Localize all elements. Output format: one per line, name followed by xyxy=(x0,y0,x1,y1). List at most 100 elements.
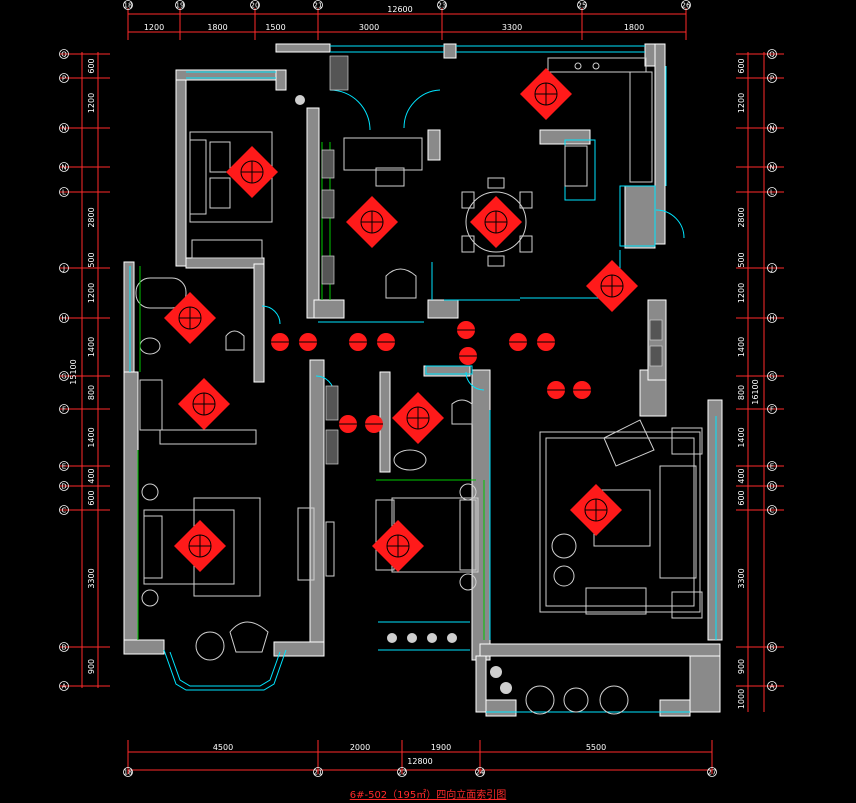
right-axis-bubble xyxy=(767,73,777,83)
left-axis-bubble xyxy=(59,123,69,133)
elevation-index-markers xyxy=(164,68,638,572)
section-index-symbol xyxy=(299,333,317,351)
elevation-index-symbol xyxy=(346,196,398,248)
left-dim-label: 600 xyxy=(87,58,96,73)
right-total-dim: 16100 xyxy=(751,379,760,404)
right-axis-bubble xyxy=(767,313,777,323)
bottom-dim-label: 1900 xyxy=(431,743,451,752)
section-index-symbol xyxy=(537,333,555,351)
left-axis-bubble xyxy=(59,404,69,414)
bottom-axis-bubble xyxy=(397,767,407,777)
left-dim-label: 900 xyxy=(87,659,96,674)
right-axis-label: N xyxy=(769,164,774,172)
section-index-symbol xyxy=(349,333,367,351)
elevation-index-symbol xyxy=(372,520,424,572)
left-dim-label: 800 xyxy=(87,385,96,400)
top-dim-label: 1500 xyxy=(265,23,285,32)
left-axis-bubble xyxy=(59,263,69,273)
bottom-axis-label: 22 xyxy=(398,769,407,777)
walls xyxy=(123,43,723,717)
right-dim-label: 1200 xyxy=(737,283,746,303)
left-axis-bubble xyxy=(59,187,69,197)
right-axis-bubble xyxy=(767,681,777,691)
left-dim-label: 3300 xyxy=(87,568,96,588)
left-axis-bubble xyxy=(59,642,69,652)
top-axis-label: 18 xyxy=(124,2,133,10)
bottom-axis-label: 24 xyxy=(476,769,485,777)
left-dim-label: 1200 xyxy=(87,93,96,113)
top-axis-bubble xyxy=(123,0,133,10)
furniture xyxy=(135,57,703,715)
top-axis-bubble xyxy=(437,0,447,10)
right-dim-label: 900 xyxy=(737,659,746,674)
top-axis-label: 19 xyxy=(176,2,185,10)
left-axis-bubble xyxy=(59,162,69,172)
bottom-axis-label: 27 xyxy=(708,769,717,777)
right-axis-bubble xyxy=(767,404,777,414)
right-dim-label: 2800 xyxy=(737,207,746,227)
section-index-symbol xyxy=(459,347,477,365)
right-axis-label: F xyxy=(770,406,774,414)
drawing-title: 6#-502（195㎡）四向立面索引图 xyxy=(350,788,507,801)
elevation-index-symbol xyxy=(178,378,230,430)
section-index-symbol xyxy=(457,321,475,339)
bottom-axis-bubble xyxy=(123,767,133,777)
left-axis-label: E xyxy=(62,463,66,471)
left-axis-label: P xyxy=(62,75,66,83)
top-axis-bubble xyxy=(313,0,323,10)
left-dim-label: 600 xyxy=(87,490,96,505)
elevation-index-symbol xyxy=(392,392,444,444)
left-axis-label: H xyxy=(61,315,66,323)
right-dimension-ticks: QPNNLJHGFEDCBA60012002800500120014008001… xyxy=(736,49,784,709)
right-dim-label: 1200 xyxy=(737,93,746,113)
left-axis-label: N xyxy=(61,125,66,133)
right-axis-bubble xyxy=(767,49,777,59)
section-index-symbol xyxy=(365,415,383,433)
left-axis-bubble xyxy=(59,313,69,323)
top-dim-label: 1800 xyxy=(207,23,227,32)
top-axis-label: 23 xyxy=(438,2,447,10)
left-axis-bubble xyxy=(59,371,69,381)
top-axis-bubble xyxy=(175,0,185,10)
bottom-dim-label: 4500 xyxy=(213,743,233,752)
right-axis-label: J xyxy=(770,265,773,273)
elevation-index-symbol xyxy=(174,520,226,572)
right-dim-label: 400 xyxy=(737,468,746,483)
top-dim-label: 1200 xyxy=(144,23,164,32)
right-dim-label: 3300 xyxy=(737,568,746,588)
equipment xyxy=(321,55,663,465)
right-axis-label: E xyxy=(770,463,774,471)
bottom-axis-bubble xyxy=(475,767,485,777)
top-axis-label: 25 xyxy=(578,2,587,10)
left-axis-bubble xyxy=(59,681,69,691)
plants xyxy=(295,95,512,694)
top-axis-bubble xyxy=(681,0,691,10)
left-axis-label: F xyxy=(62,406,66,414)
left-axis-bubble xyxy=(59,73,69,83)
top-dim-label: 1800 xyxy=(624,23,644,32)
top-axis-bubble xyxy=(250,0,260,10)
top-total-dim: 12600 xyxy=(387,5,412,14)
bottom-axis-label: 21 xyxy=(314,769,323,777)
left-dim-label: 1400 xyxy=(87,337,96,357)
right-axis-bubble xyxy=(767,162,777,172)
right-axis-label: N xyxy=(769,125,774,133)
right-axis-label: D xyxy=(769,483,774,491)
right-axis-label: G xyxy=(769,373,774,381)
right-axis-label: B xyxy=(770,644,775,652)
section-index-symbol xyxy=(573,381,591,399)
left-axis-bubble xyxy=(59,461,69,471)
right-axis-bubble xyxy=(767,371,777,381)
right-dim-label: 800 xyxy=(737,385,746,400)
elevation-index-symbol xyxy=(226,146,278,198)
right-dim-label: 1400 xyxy=(737,337,746,357)
bottom-dim-label: 5500 xyxy=(586,743,606,752)
right-axis-bubble xyxy=(767,187,777,197)
right-axis-bubble xyxy=(767,263,777,273)
right-dim-label: 600 xyxy=(737,490,746,505)
right-axis-label: P xyxy=(770,75,774,83)
right-axis-label: H xyxy=(769,315,774,323)
